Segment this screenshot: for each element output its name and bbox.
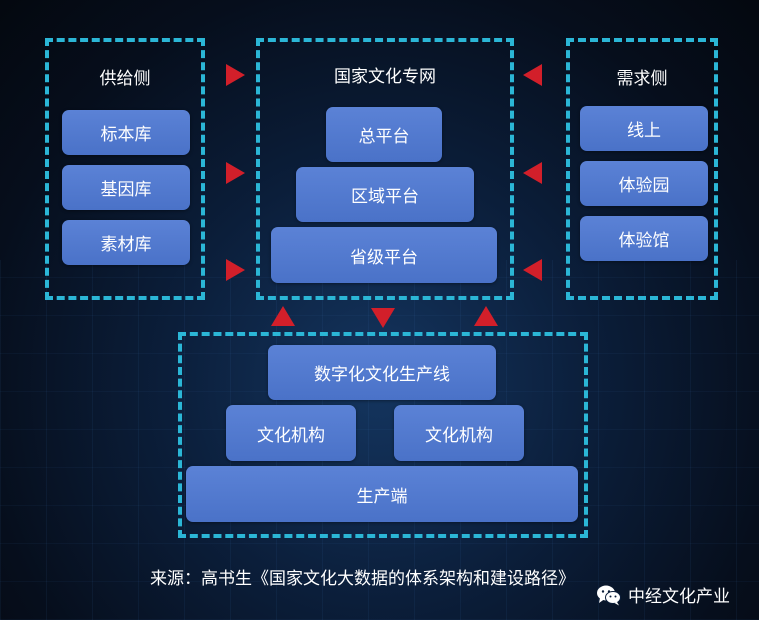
cultural-institution-left: 文化机构 — [226, 405, 356, 461]
arrow-supply-to-center-1 — [226, 64, 245, 86]
national-network-box — [256, 38, 514, 300]
supply-item-specimen-library: 标本库 — [62, 110, 190, 155]
platform-provincial: 省级平台 — [271, 227, 497, 283]
demand-item-experience-park: 体验园 — [580, 161, 708, 206]
arrow-center-to-production — [371, 308, 395, 328]
supply-item-gene-library: 基因库 — [62, 165, 190, 210]
arrow-supply-to-center-3 — [226, 259, 245, 281]
production-end: 生产端 — [186, 466, 578, 522]
supply-side-box — [45, 38, 205, 300]
arrow-demand-to-center-2 — [523, 162, 542, 184]
brand-name: 中经文化产业 — [628, 587, 730, 607]
arrow-demand-to-center-1 — [523, 64, 542, 86]
arrow-supply-to-center-2 — [226, 162, 245, 184]
brand-watermark: 中经文化产业 — [596, 582, 730, 607]
demand-side-title: 需求侧 — [616, 69, 668, 89]
source-caption: 来源：高书生《国家文化大数据的体系架构和建设路径》 — [150, 569, 575, 589]
supply-side-title: 供给侧 — [99, 69, 151, 89]
demand-side-box — [566, 38, 718, 300]
platform-regional: 区域平台 — [296, 167, 474, 222]
cultural-institution-right: 文化机构 — [394, 405, 524, 461]
platform-general: 总平台 — [326, 107, 442, 162]
digital-production-line: 数字化文化生产线 — [268, 345, 496, 400]
wechat-icon — [596, 584, 622, 606]
arrow-production-to-center-left — [271, 306, 295, 326]
demand-item-experience-hall: 体验馆 — [580, 216, 708, 261]
arrow-production-to-center-right — [474, 306, 498, 326]
supply-item-material-library: 素材库 — [62, 220, 190, 265]
national-network-title: 国家文化专网 — [334, 67, 436, 87]
arrow-demand-to-center-3 — [523, 259, 542, 281]
demand-item-online: 线上 — [580, 106, 708, 151]
production-box — [178, 332, 588, 538]
